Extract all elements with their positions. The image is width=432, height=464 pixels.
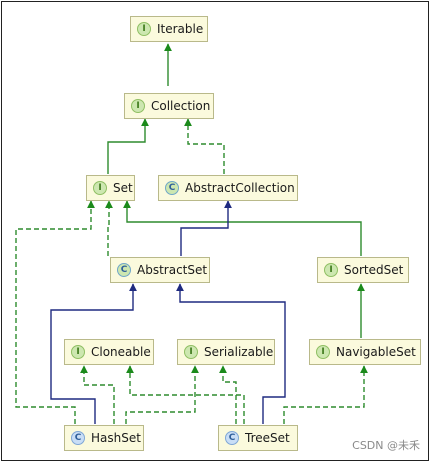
- node-label: SortedSet: [344, 263, 404, 277]
- edge-treeset-abstractset: [176, 283, 286, 424]
- interface-icon: I: [324, 263, 338, 277]
- node-label: Iterable: [157, 22, 204, 36]
- node-iterable[interactable]: I Iterable: [130, 16, 208, 42]
- edge-treeset-navigableset: [283, 365, 368, 424]
- node-collection[interactable]: I Collection: [124, 93, 214, 119]
- node-label: NavigableSet: [336, 345, 416, 359]
- node-navigableset[interactable]: I NavigableSet: [309, 339, 421, 365]
- edge-sortedset-set: [123, 200, 362, 256]
- node-label: Cloneable: [91, 345, 151, 359]
- watermark: CSDN @未禾: [352, 439, 420, 452]
- edge-abstractset-set: [105, 200, 113, 256]
- interface-icon: I: [184, 345, 198, 359]
- edge-hashset-abstractset: [50, 283, 137, 424]
- node-label: AbstractSet: [137, 263, 208, 277]
- node-sortedset[interactable]: I SortedSet: [317, 257, 409, 283]
- abstract-class-icon: C: [165, 181, 179, 195]
- interface-icon: I: [131, 99, 145, 113]
- class-icon: C: [225, 431, 239, 445]
- node-label: Collection: [151, 99, 211, 113]
- node-label: Set: [113, 181, 133, 195]
- edge-treeset-serializable: [219, 365, 237, 424]
- interface-icon: I: [93, 181, 107, 195]
- interface-icon: I: [316, 345, 330, 359]
- edge-abstractset-abstractcollection: [180, 200, 232, 256]
- node-label: TreeSet: [245, 431, 290, 445]
- node-cloneable[interactable]: I Cloneable: [64, 339, 154, 365]
- node-hashset[interactable]: C HashSet: [64, 425, 144, 451]
- node-serializable[interactable]: I Serializable: [177, 339, 275, 365]
- class-icon: C: [71, 431, 85, 445]
- node-abstractset[interactable]: C AbstractSet: [110, 257, 210, 283]
- interface-icon: I: [71, 345, 85, 359]
- edge-hashset-cloneable: [80, 365, 115, 424]
- edge-abstractcollection-collection: [184, 118, 225, 174]
- edge-hashset-set: [15, 200, 95, 424]
- node-set[interactable]: I Set: [86, 175, 135, 201]
- node-label: AbstractCollection: [185, 181, 295, 195]
- edge-hashset-serializable: [125, 365, 199, 424]
- node-label: HashSet: [91, 431, 141, 445]
- node-treeset[interactable]: C TreeSet: [218, 425, 298, 451]
- edge-treeset-cloneable: [126, 365, 245, 424]
- abstract-class-icon: C: [117, 263, 131, 277]
- interface-icon: I: [137, 22, 151, 36]
- node-abstractcollection[interactable]: C AbstractCollection: [158, 175, 298, 201]
- node-label: Serializable: [204, 345, 274, 359]
- edge-set-collection: [107, 118, 149, 174]
